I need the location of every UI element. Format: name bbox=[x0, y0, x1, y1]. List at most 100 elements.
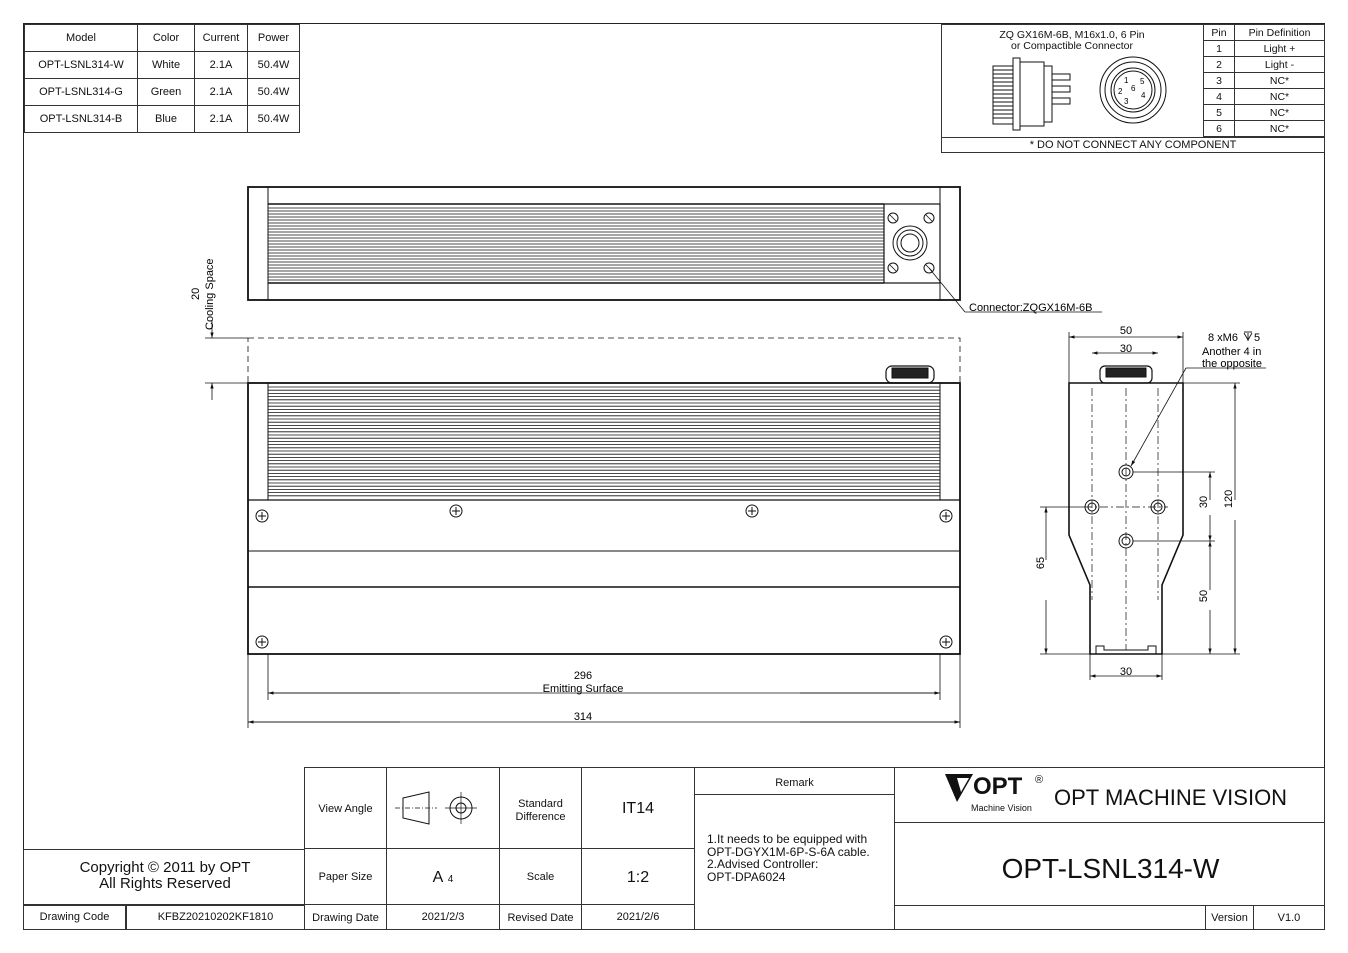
cell-pin-def: NC* bbox=[1234, 120, 1325, 137]
scale-label: Scale bbox=[499, 848, 582, 905]
pin-number-4: 4 bbox=[1141, 91, 1146, 100]
standard-difference-value: IT14 bbox=[581, 767, 695, 849]
depth-symbol-icon bbox=[1243, 331, 1253, 341]
company-name: OPT MACHINE VISION bbox=[1054, 785, 1288, 810]
connector-title: ZQ GX16M-6B, M16x1.0, 6 Pin or Compactib… bbox=[941, 30, 1203, 52]
model-table: Model Color Current Power OPT-LSNL314-W … bbox=[24, 24, 300, 133]
pin-number-6: 6 bbox=[1131, 84, 1136, 93]
header-pin-definition: Pin Definition bbox=[1234, 24, 1325, 41]
standard-difference-label: Standard Difference bbox=[499, 767, 582, 849]
dim-total-value: 314 bbox=[574, 711, 592, 723]
connector-title-line1: ZQ GX16M-6B, M16x1.0, 6 Pin bbox=[999, 29, 1145, 41]
paper-size-label: Paper Size bbox=[304, 848, 387, 905]
connector-note: * DO NOT CONNECT ANY COMPONENT bbox=[941, 137, 1325, 153]
cell-pin-def: Light - bbox=[1234, 56, 1325, 73]
first-angle-projection-icon bbox=[395, 791, 477, 825]
view-angle-symbol bbox=[386, 767, 500, 849]
logo-text: OPT bbox=[973, 773, 1023, 800]
remark-line: 2.Advised Controller: bbox=[707, 857, 819, 871]
hole-note-line1: 8 xM6 bbox=[1208, 332, 1238, 344]
side-view-details bbox=[1084, 464, 1166, 654]
cell-power: 50.4W bbox=[247, 105, 300, 133]
drawing-code-value: KFBZ20210202KF1810 bbox=[126, 905, 305, 930]
cell-current: 2.1A bbox=[194, 78, 248, 106]
cell-model: OPT-LSNL314-G bbox=[24, 78, 138, 106]
front-view bbox=[247, 365, 961, 655]
scale-value: 1:2 bbox=[581, 848, 695, 905]
screw-head-icons-front bbox=[255, 504, 953, 649]
side-view-dimensions bbox=[1040, 332, 1266, 680]
dimension-lines-bottom bbox=[247, 654, 961, 728]
logo-subtitle: Machine Vision bbox=[971, 803, 1032, 813]
cell-color: Blue bbox=[137, 105, 195, 133]
screw-head-icons-top bbox=[889, 214, 933, 272]
remark-body: 1.It needs to be equipped with OPT-DGYX1… bbox=[694, 794, 895, 930]
revised-date-label: Revised Date bbox=[499, 904, 582, 930]
pin-number-1: 1 bbox=[1124, 76, 1129, 85]
drawing-date-label: Drawing Date bbox=[304, 904, 387, 930]
company-cell: OPT ® Machine Vision OPT MACHINE VISION bbox=[894, 767, 1325, 823]
part-number: OPT-LSNL314-W bbox=[1001, 853, 1220, 884]
remark-line: 1.It needs to be equipped with bbox=[707, 832, 868, 846]
cell-power: 50.4W bbox=[247, 51, 300, 79]
hole-note-depth: 5 bbox=[1254, 332, 1260, 344]
remark-line: OPT-DGYX1M-6P-S-6A cable. bbox=[707, 844, 870, 859]
standard-difference-label-2: Difference bbox=[515, 811, 566, 823]
part-number-cell: OPT-LSNL314-W bbox=[894, 822, 1325, 906]
pin-table-header: Pin Pin Definition bbox=[1203, 24, 1325, 41]
connector-pin-numbers: 1 2 3 4 5 6 bbox=[1118, 76, 1146, 106]
side-dim-65: 65 bbox=[1035, 557, 1047, 569]
view-angle-label: View Angle bbox=[304, 767, 387, 849]
connector-box bbox=[941, 24, 1325, 153]
hole-note-line3: the opposite bbox=[1202, 358, 1262, 370]
cell-current: 2.1A bbox=[194, 105, 248, 133]
version-value: V1.0 bbox=[1253, 905, 1325, 930]
cell-pin-def: NC* bbox=[1234, 88, 1325, 105]
model-table-header: Model Color Current Power bbox=[24, 24, 300, 52]
opt-logo-icon bbox=[945, 774, 973, 802]
connector-side-view-icon bbox=[992, 57, 1071, 131]
cell-color: White bbox=[137, 51, 195, 79]
hole-note-line2: Another 4 in bbox=[1202, 346, 1261, 358]
paper-size-number: 4 bbox=[447, 874, 454, 885]
side-dim-30-right: 30 bbox=[1198, 496, 1210, 508]
dim-emitting-label: Emitting Surface bbox=[543, 683, 624, 695]
side-dim-30-top: 30 bbox=[1120, 343, 1132, 355]
drawing-date-value: 2021/2/3 bbox=[386, 904, 500, 930]
table-row: OPT-LSNL314-W White 2.1A 50.4W bbox=[24, 51, 300, 79]
standard-difference-label-1: Standard bbox=[518, 798, 563, 810]
pin-number-3: 3 bbox=[1124, 97, 1129, 106]
version-spacer bbox=[894, 905, 1206, 930]
side-dim-30-bottom: 30 bbox=[1120, 666, 1132, 678]
side-view-centerlines bbox=[1084, 388, 1168, 650]
logo-registered-mark: ® bbox=[1035, 774, 1044, 786]
connector-leader-line bbox=[928, 267, 966, 313]
table-row: OPT-LSNL314-B Blue 2.1A 50.4W bbox=[24, 105, 300, 133]
cell-model: OPT-LSNL314-B bbox=[24, 105, 138, 133]
side-dim-50-right: 50 bbox=[1198, 590, 1210, 602]
cooling-dimension bbox=[205, 320, 248, 400]
table-row: OPT-LSNL314-G Green 2.1A 50.4W bbox=[24, 78, 300, 106]
side-dim-50-top: 50 bbox=[1120, 325, 1132, 337]
paper-size-letter: A bbox=[432, 869, 444, 886]
top-view bbox=[247, 186, 961, 301]
connector-title-line2: or Compactible Connector bbox=[1011, 40, 1133, 52]
pin-number-5: 5 bbox=[1140, 77, 1145, 86]
dim-emitting-value: 296 bbox=[574, 670, 592, 682]
cell-pin-def: Light + bbox=[1234, 40, 1325, 57]
cooling-space-outline bbox=[247, 337, 961, 384]
connector-front-view-icon bbox=[1099, 56, 1167, 124]
cooling-value: 20 bbox=[190, 288, 202, 300]
paper-size-value: A 4 bbox=[386, 848, 500, 905]
cooling-label: Cooling Space bbox=[204, 258, 216, 330]
pin-number-2: 2 bbox=[1118, 87, 1123, 96]
header-color: Color bbox=[137, 24, 195, 52]
revised-date-value: 2021/2/6 bbox=[581, 904, 695, 930]
remark-label: Remark bbox=[694, 767, 895, 795]
copyright-cell: Copyright © 2011 by OPT All Rights Reser… bbox=[23, 849, 305, 905]
